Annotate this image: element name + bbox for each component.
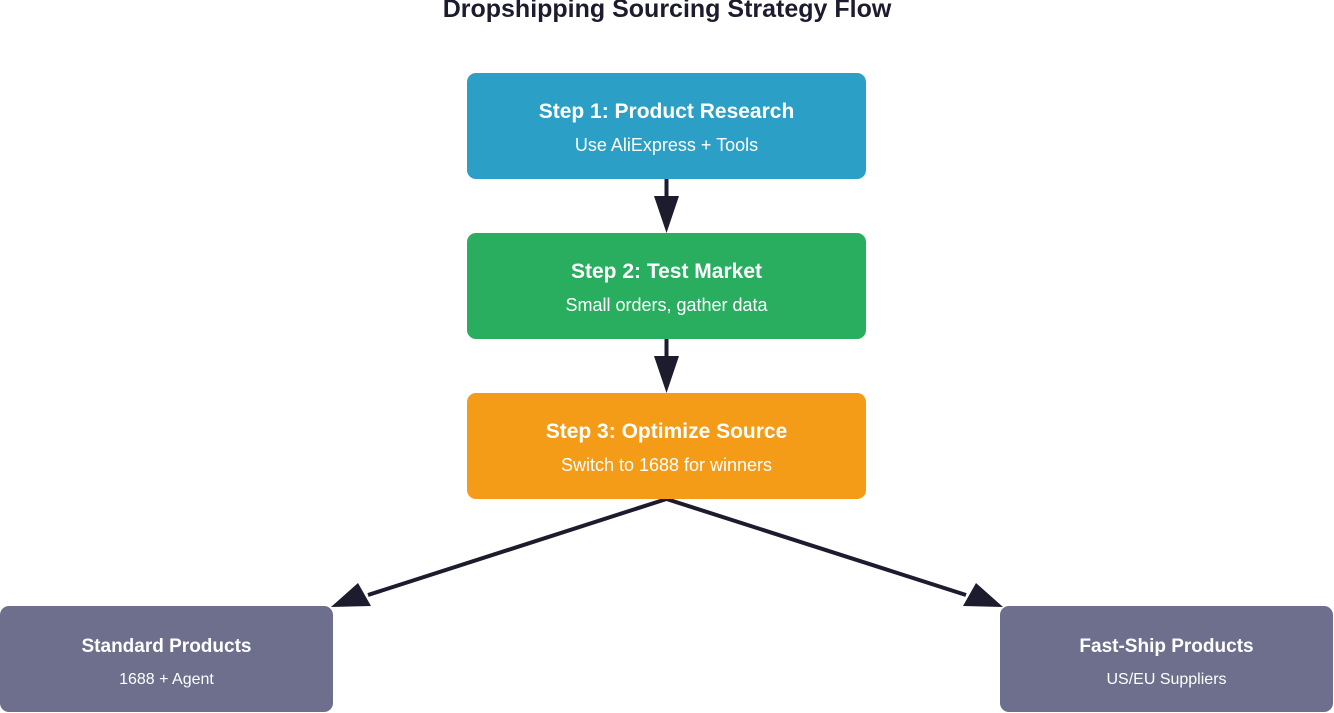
step-1-node: Step 1: Product Research Use AliExpress … [467, 73, 866, 179]
arrow-step1-to-step2 [654, 179, 679, 233]
step-3-subtitle: Switch to 1688 for winners [560, 455, 773, 475]
step-2-subtitle: Small orders, gather data [565, 295, 768, 315]
fast-ship-products-title: Fast-Ship Products [1079, 636, 1254, 657]
step-2-title: Step 2: Test Market [571, 260, 762, 283]
step-3-node: Step 3: Optimize Source Switch to 1688 f… [467, 393, 866, 499]
step-2-node: Step 2: Test Market Small orders, gather… [467, 233, 866, 339]
step-1-title: Step 1: Product Research [538, 100, 795, 123]
diagram-title: Dropshipping Sourcing Strategy Flow [442, 0, 892, 23]
arrow-step2-to-step3 [654, 339, 679, 393]
standard-products-node: Standard Products 1688 + Agent [0, 606, 333, 712]
arrow-step3-to-fast [665, 497, 1003, 607]
arrow-step3-to-standard [331, 497, 668, 607]
step-3-title: Step 3: Optimize Source [545, 420, 788, 443]
standard-products-title: Standard Products [81, 636, 252, 657]
fast-ship-products-subtitle: US/EU Suppliers [1106, 671, 1227, 688]
step-1-subtitle: Use AliExpress + Tools [574, 135, 759, 155]
standard-products-subtitle: 1688 + Agent [119, 671, 214, 688]
fast-ship-products-node: Fast-Ship Products US/EU Suppliers [1000, 606, 1333, 712]
